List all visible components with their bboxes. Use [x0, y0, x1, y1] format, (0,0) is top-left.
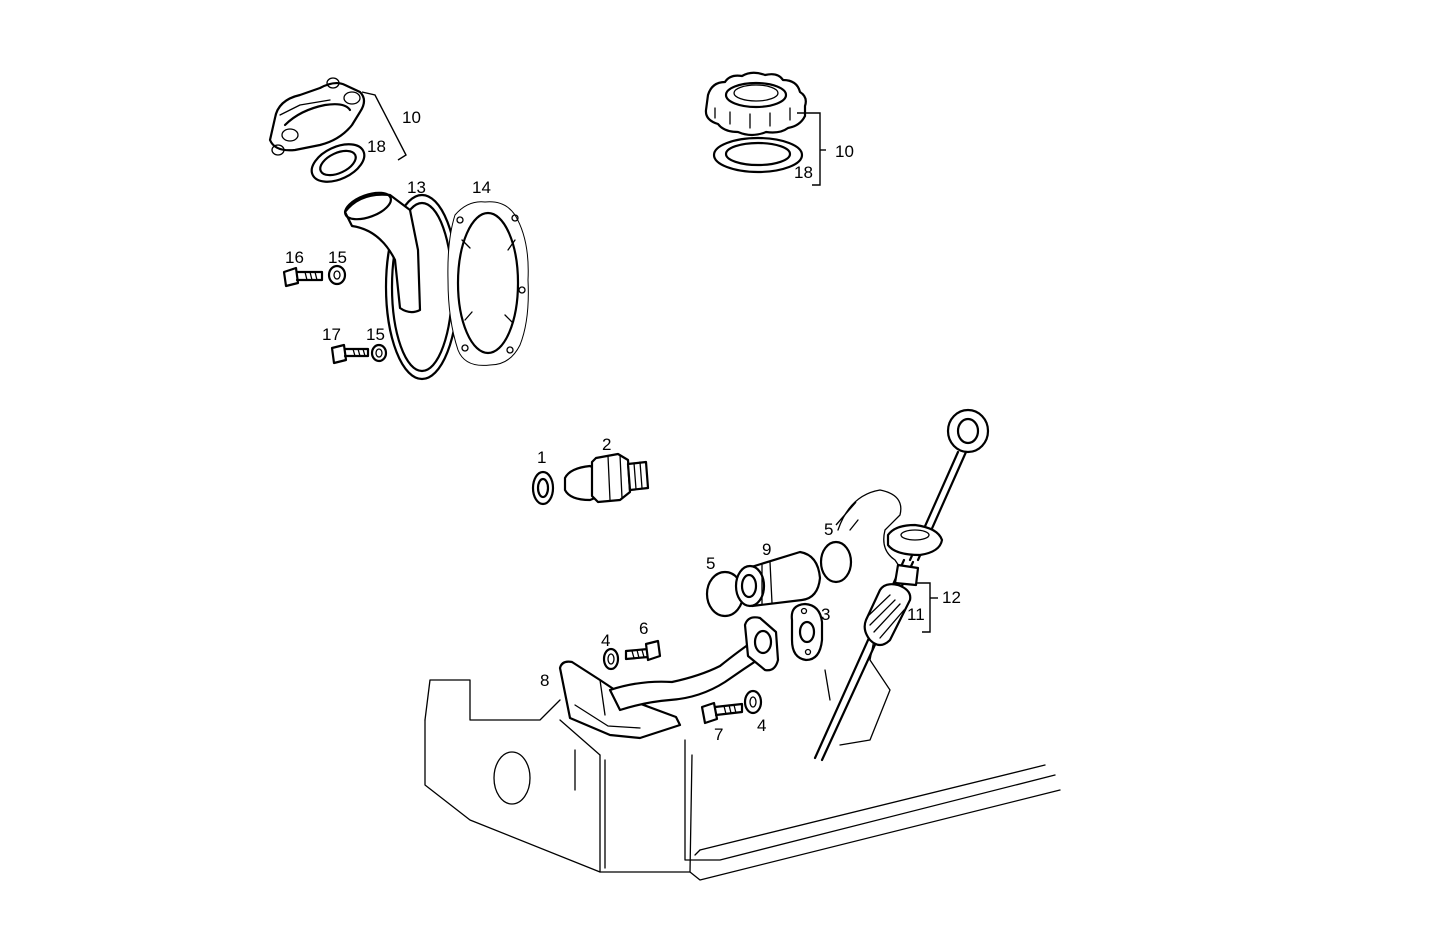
washer-4b: [743, 689, 763, 715]
bolt-16: [282, 266, 324, 288]
oil-filler-cap: [704, 71, 807, 137]
callout-3: 3: [821, 605, 830, 624]
o-ring-5b: [819, 540, 853, 584]
callout-6: 6: [639, 619, 648, 638]
dipstick-tube-11: [863, 563, 920, 647]
callout-15a: 15: [328, 248, 347, 267]
callout-11: 11: [907, 605, 925, 624]
callout-12: 12: [942, 588, 961, 607]
callout-2: 2: [602, 435, 611, 454]
sealing-washer-1: [531, 470, 555, 506]
suction-pipe-8: [558, 616, 780, 740]
callout-5b: 5: [824, 520, 833, 539]
callout-10b: 10: [835, 142, 854, 161]
callout-16: 16: [285, 248, 304, 267]
dipstick-12: [813, 408, 990, 762]
callout-18b: 18: [794, 163, 813, 182]
bolt-7: [700, 701, 744, 725]
callout-14: 14: [472, 178, 491, 197]
washer-15a: [327, 264, 347, 286]
cover-gasket: [447, 201, 529, 366]
flange-gasket-3: [790, 602, 824, 662]
callout-10a: 10: [402, 108, 421, 127]
callout-9: 9: [762, 540, 771, 559]
callout-7: 7: [714, 725, 723, 744]
filler-neck: [343, 191, 460, 381]
callout-13: 13: [407, 178, 426, 197]
callout-4a: 4: [601, 631, 610, 650]
breather-cover: [268, 77, 366, 156]
callout-labels: 1 2 3 4 4 5 5 6 7 8 9 10 10 11 12 13 14 …: [285, 108, 961, 744]
callout-1: 1: [537, 448, 546, 467]
washer-15b: [370, 343, 388, 363]
bolt-6: [624, 639, 662, 662]
sleeve-9: [734, 550, 822, 608]
callout-18a: 18: [367, 137, 386, 156]
callout-17: 17: [322, 325, 341, 344]
drain-plug-2: [563, 452, 650, 504]
callout-15b: 15: [366, 325, 385, 344]
washer-4a: [602, 647, 620, 671]
bolt-17: [330, 343, 370, 365]
callout-5a: 5: [706, 554, 715, 573]
engine-block: [424, 489, 1061, 881]
callout-8: 8: [540, 671, 549, 690]
callout-4b: 4: [757, 716, 766, 735]
breather-seal: [310, 143, 366, 183]
leader-lines: [361, 91, 938, 633]
filler-cap-seal: [712, 136, 804, 174]
